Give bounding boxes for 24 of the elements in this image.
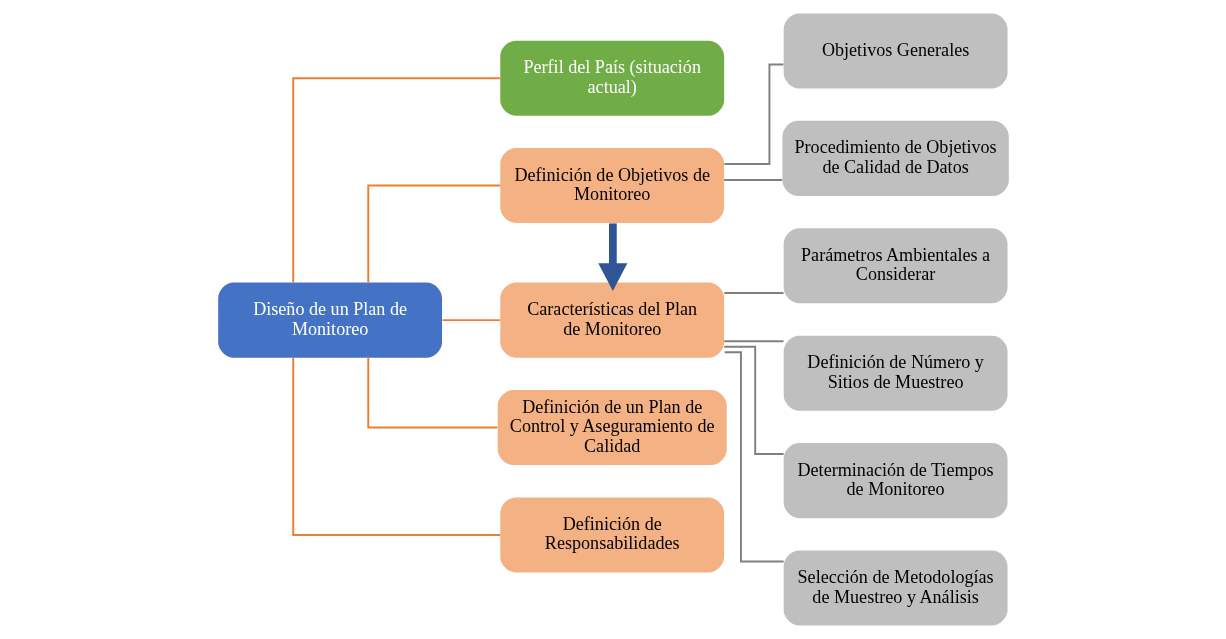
connector bbox=[722, 63, 784, 165]
connector bbox=[722, 179, 783, 181]
arrow bbox=[597, 223, 627, 291]
connector bbox=[722, 292, 784, 294]
node-box: Objetivos Generales bbox=[783, 13, 1008, 89]
connector bbox=[366, 356, 498, 429]
node-box: Selección de Metodologías de Muestreo y Análisis bbox=[783, 550, 1008, 626]
node-box: Definición de Número y Sitios de Muestreo bbox=[783, 335, 1008, 411]
connector bbox=[440, 319, 501, 322]
node-box: Definición de Responsabilidades bbox=[499, 497, 724, 573]
node-box: Definición de Objetivos de Monitoreo bbox=[499, 148, 724, 224]
connector bbox=[291, 77, 501, 284]
connector bbox=[722, 345, 785, 456]
connector bbox=[291, 357, 501, 536]
node-box: Perfil del País (situación actual) bbox=[499, 40, 724, 116]
node-box: Diseño de un Plan de Monitoreo bbox=[217, 282, 442, 358]
node-box: Procedimiento de Objetivos de Calidad de Datos bbox=[781, 120, 1009, 196]
node-box: Características del Plan de Monitoreo bbox=[499, 282, 724, 358]
node-box: Definición de un Plan de Control y Aseguramiento de Calidad bbox=[497, 390, 727, 466]
connector bbox=[723, 351, 785, 563]
connector bbox=[366, 184, 501, 284]
connector bbox=[722, 340, 784, 343]
node-box: Determinación de Tiempos de Monitoreo bbox=[783, 443, 1008, 519]
node-box: Parámetros Ambientales a Considerar bbox=[783, 228, 1008, 304]
